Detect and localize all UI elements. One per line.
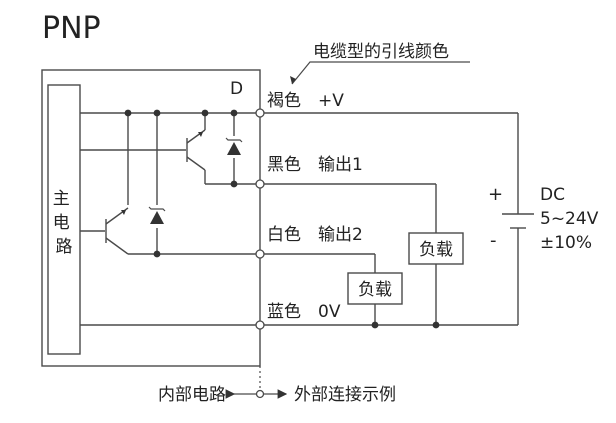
tr1-collector	[186, 156, 206, 171]
tr2-collector	[105, 237, 129, 255]
wire-color-brown: 褐色	[267, 91, 301, 111]
main-circuit-char-2: 电	[53, 213, 70, 233]
zener-diode-1-bar	[225, 137, 243, 143]
zener-diode-2-bar	[148, 206, 166, 212]
supply-tolerance: ±10%	[540, 233, 592, 253]
wire-signal-output2: 输出2	[318, 225, 363, 245]
external-connection-label: 外部连接示例	[294, 385, 396, 405]
junction-dot	[432, 321, 440, 329]
junction-dot	[230, 180, 238, 188]
load-box-1	[408, 232, 464, 265]
zener-diode-2-icon	[150, 211, 164, 224]
terminal-0v	[255, 320, 265, 330]
supply-plus-sign: +	[488, 184, 503, 205]
load-box-2	[347, 272, 403, 305]
load-label-2: 负载	[358, 280, 392, 300]
junction-dot	[371, 321, 379, 329]
tr2-emitter-arrow-icon	[121, 210, 126, 215]
wire-color-blue: 蓝色	[267, 302, 301, 322]
supply-minus-sign: -	[490, 230, 497, 251]
note-leader-arrowhead	[290, 76, 296, 84]
supply-type: DC	[540, 185, 565, 205]
junction-dot	[153, 250, 161, 258]
diagram-title: PNP	[42, 11, 101, 46]
main-circuit-char-3: 路	[56, 237, 73, 257]
junction-dot	[230, 109, 238, 117]
internal-circuit-label: 内部电路	[158, 385, 226, 405]
wire-color-black: 黑色	[267, 155, 301, 175]
terminal-plus-v	[255, 108, 265, 118]
wire-signal-output1: 输出1	[318, 155, 363, 175]
note-leader-line	[291, 61, 470, 85]
wire-signal-0v: 0V	[318, 302, 341, 322]
junction-dot	[124, 109, 132, 117]
supply-voltage: 5~24V	[540, 209, 599, 229]
wire-color-white: 白色	[267, 225, 301, 245]
tr1-emitter-arrow-icon	[198, 132, 203, 137]
terminal-output2	[255, 249, 265, 259]
load-label-1: 负载	[419, 240, 453, 260]
zener-diode-1-icon	[227, 142, 241, 155]
main-circuit-char-1: 主	[53, 189, 70, 209]
diode-label: D	[230, 79, 243, 99]
wire-signal-plus-v: +V	[318, 91, 344, 111]
junction-dot	[201, 109, 209, 117]
lead-wire-color-note: 电缆型的引线颜色	[313, 42, 449, 62]
main-circuit-box	[47, 84, 81, 355]
terminal-output1	[255, 179, 265, 189]
main-circuit-label: 主 电 路	[53, 189, 75, 257]
boundary-terminal	[255, 389, 265, 399]
junction-dot	[153, 109, 161, 117]
